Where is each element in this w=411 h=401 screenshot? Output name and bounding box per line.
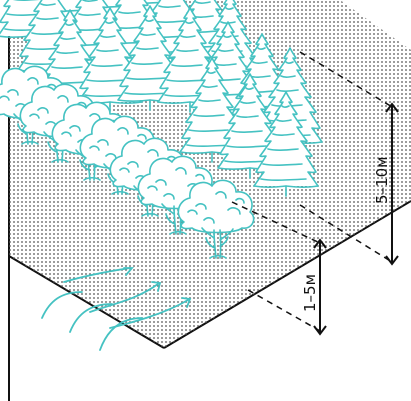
wind-arrows [41, 267, 192, 351]
shrub-base-guide [247, 289, 323, 333]
tree-top-guide [299, 51, 395, 109]
shrub-height-label: 1–5м [301, 274, 319, 312]
tree-height-label: 5–10м [373, 157, 391, 204]
shrub-height-dimension [313, 238, 327, 336]
tree-base-guide [299, 204, 393, 263]
tree-height-dimension [385, 102, 399, 266]
shrub-top-guide [231, 201, 321, 244]
